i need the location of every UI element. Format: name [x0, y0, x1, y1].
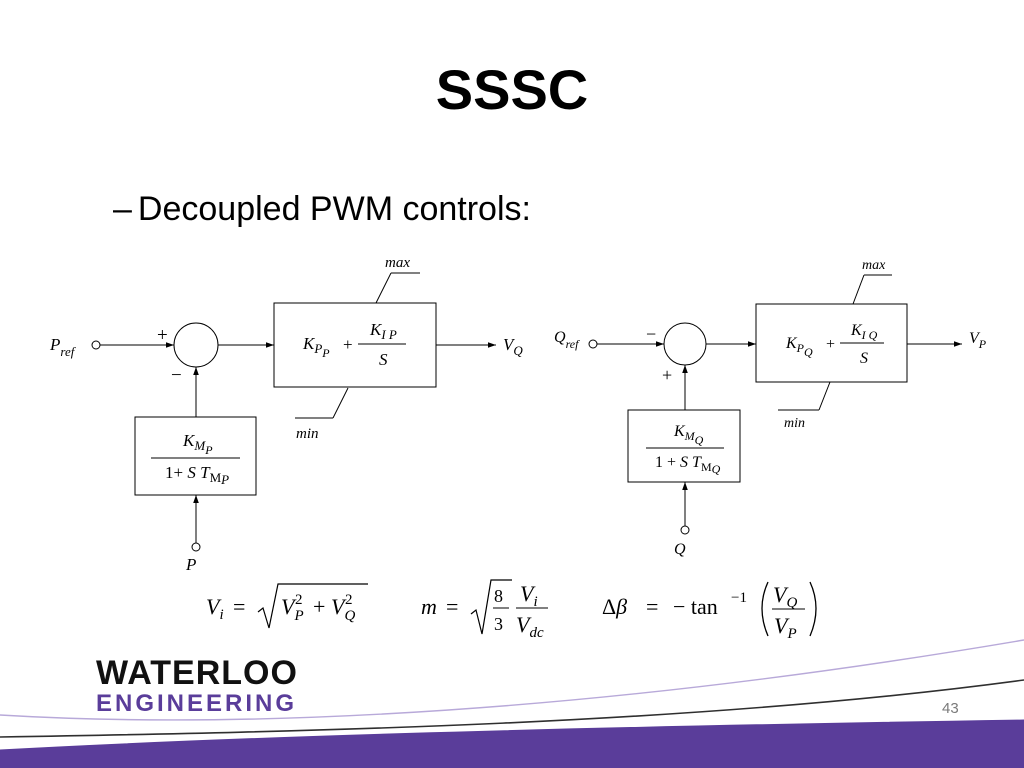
- formula-vi: Vi = VP 2 + VQ 2: [206, 583, 368, 629]
- limit-min-label-p: min: [296, 426, 319, 442]
- db-vq: VQ: [773, 582, 797, 611]
- db-tan: − tan: [673, 594, 718, 619]
- db-right-paren: [809, 581, 817, 637]
- sign-plus-p: +: [157, 325, 168, 346]
- qref-label: Qref: [554, 329, 580, 351]
- p-control-labels: Pref + − KPP + KI P S max min VQ KMP 1+ …: [49, 255, 523, 574]
- sign-plus-q: +: [662, 365, 672, 385]
- p-input-label: P: [185, 555, 196, 574]
- m-lhs: m: [421, 594, 437, 619]
- formula-delta-beta: Δβ = − tan −1 VQ VP: [602, 581, 817, 642]
- vi-vq: VQ: [331, 594, 355, 624]
- limit-max-leader-q: [852, 274, 865, 305]
- vi-equals: =: [233, 594, 245, 619]
- formula-m: m = 8 3 Vi Vdc: [421, 579, 548, 641]
- bullet-label: Decoupled PWM controls:: [137, 190, 531, 228]
- page-number: 43: [942, 700, 959, 717]
- q-input-node: [680, 525, 690, 535]
- db-vp: VP: [774, 613, 797, 642]
- pi-kp-label-q: KPQ: [785, 335, 813, 359]
- vi-lhs: Vi: [206, 594, 224, 623]
- footer-light-line: [0, 639, 1024, 721]
- m-den: 3: [494, 614, 503, 634]
- output-label-vp: VP: [969, 330, 987, 351]
- pref-label: Pref: [49, 335, 77, 359]
- logo-engineering: ENGINEERING: [96, 690, 298, 717]
- sign-minus-q: −: [646, 324, 656, 344]
- pi-controller-block-p: [273, 302, 437, 388]
- limit-min-label-q: min: [784, 416, 805, 431]
- footer-purple-band: [0, 720, 1024, 768]
- limit-min-leader-p: [332, 387, 349, 419]
- pi-plus-p: +: [343, 335, 353, 354]
- output-label-vq: VQ: [503, 335, 523, 358]
- vi-vp: VP: [281, 594, 304, 624]
- vi-vq-square: 2: [345, 592, 353, 608]
- measurement-filter-block-q: [627, 409, 741, 483]
- m-vi: Vi: [520, 581, 538, 610]
- pref-input-node: [91, 340, 101, 350]
- pi-kp-label-p: KPP: [302, 334, 330, 360]
- sign-minus-p: −: [171, 365, 182, 386]
- filter-denominator-label-q: 1 + S TMQ: [655, 454, 721, 476]
- db-left-paren: [761, 581, 769, 637]
- footer-waves: [0, 639, 1024, 768]
- filter-gain-label-p: KMP: [182, 431, 213, 457]
- limit-max-label-q: max: [862, 258, 886, 273]
- db-equals: =: [646, 594, 658, 619]
- q-control-loop: [588, 274, 962, 535]
- p-control-loop: [91, 272, 496, 552]
- waterloo-engineering-logo: WATERLOO ENGINEERING: [96, 656, 298, 716]
- limit-max-leader-p: [375, 272, 392, 304]
- slide-title: SSSC: [435, 58, 589, 121]
- logo-waterloo: WATERLOO: [96, 654, 298, 692]
- q-input-label: Q: [674, 541, 686, 558]
- vi-vp-square: 2: [295, 592, 303, 608]
- footer-dark-line: [0, 679, 1024, 738]
- m-vdc: Vdc: [516, 612, 544, 641]
- filter-gain-label-q: KMQ: [673, 423, 704, 447]
- control-block-diagram: Pref + − KPP + KI P S max min VQ KMP 1+ …: [49, 255, 987, 574]
- m-radical-sign: [470, 579, 512, 635]
- bullet-text: –Decoupled PWM controls:: [113, 192, 531, 226]
- q-control-labels: Qref − + KPQ + KI Q S max min VP KMQ 1 +…: [554, 258, 987, 558]
- filter-denominator-label-p: 1+ S TMP: [165, 463, 229, 487]
- measurement-filter-block-p: [134, 416, 257, 496]
- vi-plus: +: [313, 594, 325, 619]
- p-input-node: [191, 542, 201, 552]
- limit-min-leader-q: [818, 381, 831, 411]
- summing-junction-q: [663, 322, 707, 366]
- pi-ki-label-p: KI P: [369, 320, 397, 342]
- limit-max-label-p: max: [385, 255, 410, 271]
- pi-ki-label-q: KI Q: [850, 322, 878, 342]
- bullet-dash: –: [113, 190, 132, 228]
- pi-s-label-p: S: [379, 350, 388, 369]
- pi-plus-q: +: [826, 336, 835, 353]
- m-equals: =: [446, 594, 458, 619]
- db-delta: Δβ: [602, 594, 627, 619]
- pi-s-label-q: S: [860, 350, 868, 367]
- m-num: 8: [494, 586, 503, 606]
- summing-junction-p: [173, 322, 219, 368]
- pi-controller-block-q: [755, 303, 908, 383]
- db-exp: −1: [731, 590, 747, 606]
- footer-purple-edge: [0, 719, 1024, 751]
- vi-radical-sign: [257, 583, 368, 629]
- formulas: Vi = VP 2 + VQ 2 m = 8 3 Vi Vdc Δβ = − t…: [206, 579, 817, 642]
- qref-input-node: [588, 339, 598, 349]
